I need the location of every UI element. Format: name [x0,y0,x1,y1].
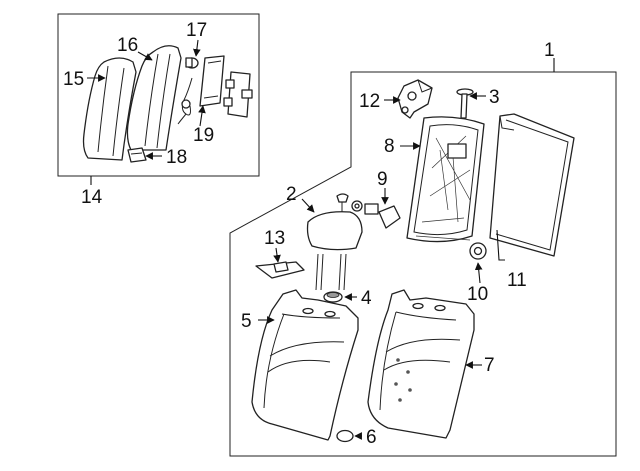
callout-19: 19 [193,125,214,146]
kit-14-frame [57,13,260,177]
callout-7: 7 [484,355,495,376]
part-7-cover [367,289,475,439]
callout-1: 1 [544,40,555,61]
leader-10 [474,262,483,284]
part-12-latch [397,79,433,119]
leader-11 [496,229,505,261]
part-3-bolt [456,88,474,119]
callout-13: 13 [264,228,285,249]
callout-2: 2 [286,184,297,205]
callout-3: 3 [489,87,500,108]
part-5-cover [251,289,359,441]
callout-11: 11 [507,270,527,291]
part-4-button [323,291,343,303]
part-16-bolster [126,45,182,151]
part-2-headrest [306,211,363,291]
part-10-grommet [469,242,487,260]
part-15-bolster [82,57,137,161]
leader-19 [198,105,206,127]
callout-8: 8 [384,136,395,157]
callout-9: 9 [377,169,388,190]
callout-18: 18 [166,147,187,168]
callout-10: 10 [467,284,488,305]
assembly-1-frame [229,71,617,457]
callout-5: 5 [241,311,252,332]
part-19-module [199,55,225,107]
callout-12: 12 [359,91,380,112]
part-13-guide [255,261,305,279]
callout-14: 14 [81,187,103,208]
callout-6: 6 [366,427,377,448]
part-6-plug [336,429,354,443]
leader-17 [193,39,201,57]
harness-wire [177,77,193,125]
leader-2 [301,198,315,213]
leader-13 [273,247,281,263]
callout-15: 15 [63,69,84,90]
mounting-bracket [223,71,253,118]
part-9-guide [336,193,401,229]
part-18-clip [127,147,147,163]
callout-4: 4 [361,288,372,309]
part-8-frame [406,116,485,243]
leader-16 [137,51,153,61]
part-11-panel [489,113,575,257]
part-17-clip [185,57,199,69]
callout-17: 17 [186,20,207,41]
callout-16: 16 [117,35,138,56]
